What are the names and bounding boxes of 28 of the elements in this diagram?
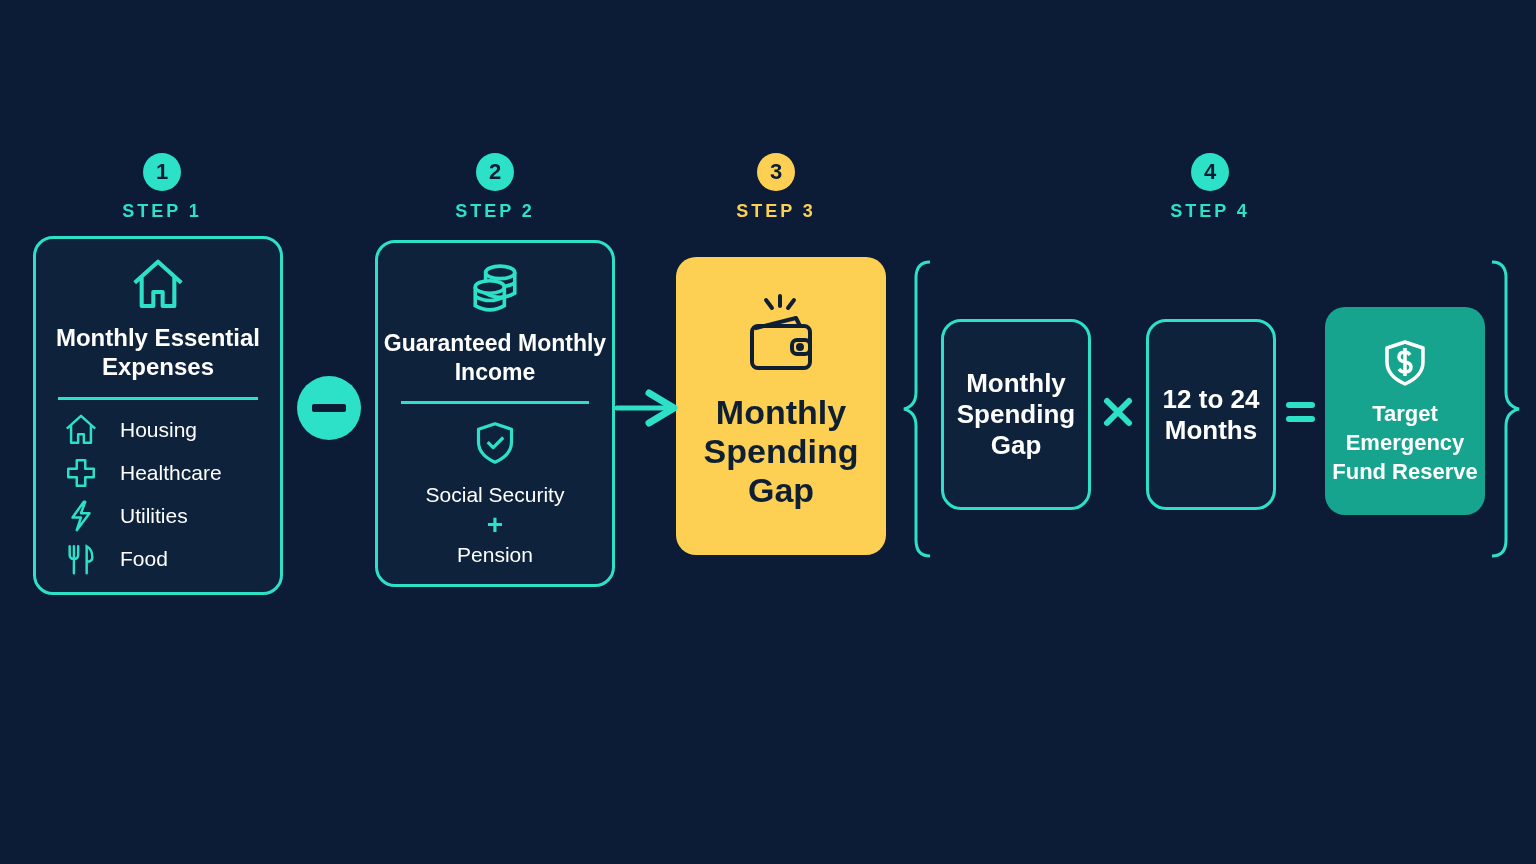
result-card bbox=[676, 257, 886, 555]
card-title: Guaranteed Monthly Income bbox=[382, 329, 608, 387]
plus-sign: + bbox=[486, 510, 504, 540]
step-label: STEP 4 bbox=[1170, 201, 1250, 222]
step-label: STEP 1 bbox=[122, 201, 202, 222]
income-item: Social Security bbox=[425, 482, 565, 508]
list-item: Food bbox=[120, 546, 168, 571]
step-number-badge: 3 bbox=[757, 153, 795, 191]
list-item: Housing bbox=[120, 417, 198, 442]
step-label: STEP 3 bbox=[736, 201, 816, 222]
card-title: Monthly Essential Expenses bbox=[54, 323, 261, 381]
list-item: Utilities bbox=[120, 503, 188, 528]
card-title: Monthly Spending Gap bbox=[702, 393, 860, 510]
formula-box bbox=[941, 319, 1091, 510]
result-card bbox=[1325, 307, 1485, 515]
step-label: STEP 2 bbox=[455, 201, 535, 222]
step-number-badge: 1 bbox=[143, 153, 181, 191]
step-number-badge: 2 bbox=[476, 153, 514, 191]
formula-box bbox=[1146, 319, 1276, 510]
step-card bbox=[375, 240, 615, 587]
box-label: 12 to 24 Months bbox=[1161, 383, 1261, 446]
arrow bbox=[614, 389, 678, 427]
step-card bbox=[33, 236, 283, 595]
list-item: Healthcare bbox=[120, 460, 222, 485]
income-item: Pension bbox=[457, 542, 533, 568]
box-label: Monthly Spending Gap bbox=[955, 368, 1077, 461]
card-title: Target Emergency Fund Reserve bbox=[1331, 399, 1479, 486]
step-number-badge: 4 bbox=[1191, 153, 1229, 191]
